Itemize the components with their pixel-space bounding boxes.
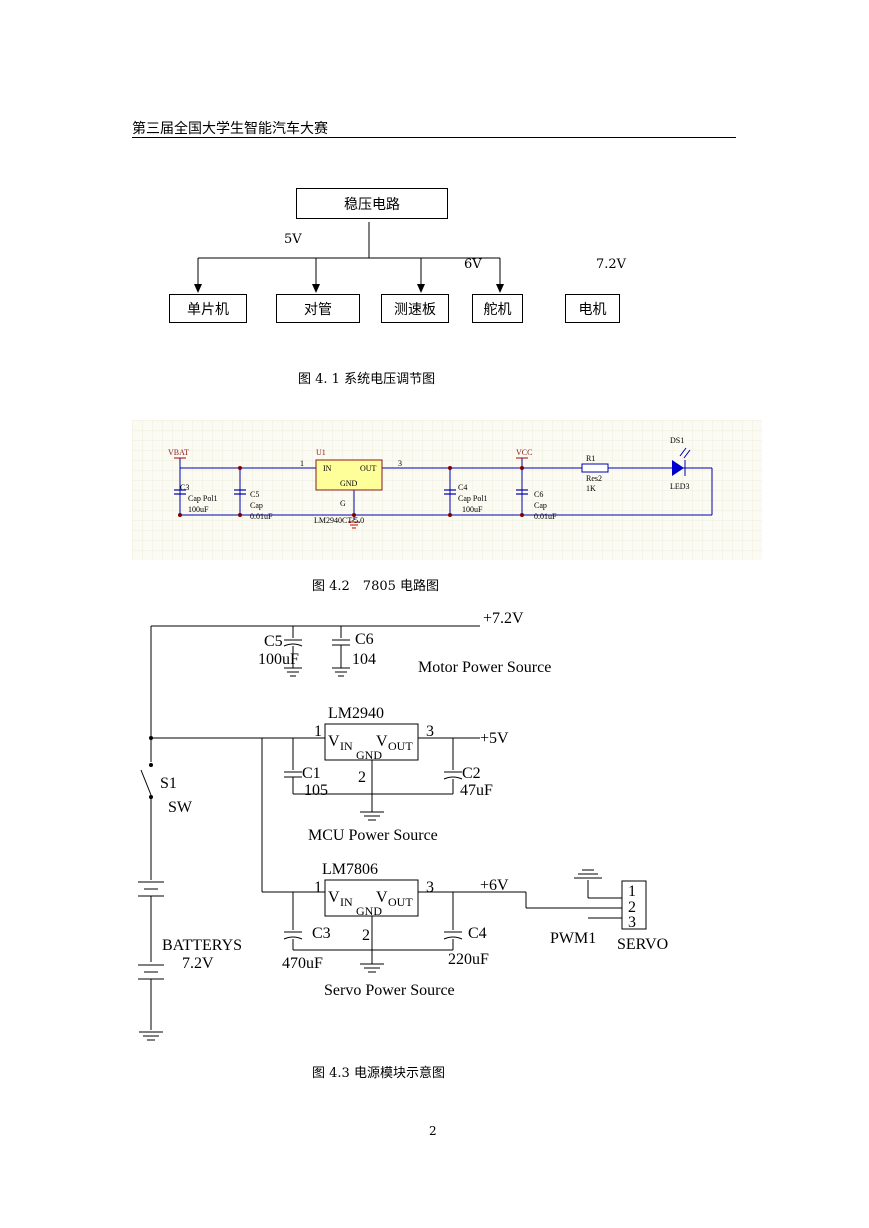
lm2940-pin3: 3 <box>426 723 434 740</box>
c3-label: C3 <box>180 483 189 492</box>
lm2940-schematic: VBAT U1 1 3 IN OUT GND G LM2940CT-5.0 C3… <box>132 420 762 560</box>
label-5v: 5V <box>284 232 302 247</box>
c3-val-3: 470uF <box>282 955 323 972</box>
lm7806-vin-sub: IN <box>340 895 353 909</box>
lm2940-vout-sub: OUT <box>388 739 413 753</box>
c6-val-3: 104 <box>352 651 376 668</box>
lm2940-gnd: GND <box>356 748 382 762</box>
g-pin: G <box>340 499 346 508</box>
page-number: 2 <box>429 1124 437 1138</box>
c3-label-3: C3 <box>312 925 331 942</box>
led-label: LED3 <box>670 482 690 491</box>
r1-label: R1 <box>586 454 595 463</box>
rail-6v: +6V <box>480 877 509 894</box>
vcc-label: VCC <box>516 448 532 457</box>
s1-label: S1 <box>160 775 177 792</box>
power-module-schematic: +7.2V C5 100uF C6 104 Motor Power Source… <box>138 610 668 1041</box>
lm7806-pin1: 1 <box>314 879 322 896</box>
fig2-caption: 图 4.2 7805 电路图 <box>312 579 440 594</box>
lm2940-vout: V <box>376 733 388 750</box>
motor-source-label: Motor Power Source <box>418 659 551 676</box>
connector-pin1: 1 <box>628 883 636 900</box>
r1-type: Res2 <box>586 474 602 483</box>
vbat-label: VBAT <box>168 448 189 457</box>
c6-label-3: C6 <box>355 631 374 648</box>
gnd-pin: GND <box>340 479 358 488</box>
c5-val-3: 100uF <box>258 651 299 668</box>
r1-val: 1K <box>586 484 596 493</box>
label-6v: 6V <box>464 257 482 272</box>
lm2940-vin-sub: IN <box>340 739 353 753</box>
servo-source-label: Servo Power Source <box>324 982 455 999</box>
connector-pin2: 2 <box>628 899 636 916</box>
tube-box: 对管 <box>276 294 360 323</box>
mcu-box: 单片机 <box>169 294 247 323</box>
pin3-label: 3 <box>398 459 402 468</box>
in-pin: IN <box>323 464 332 473</box>
pin1-label: 1 <box>300 459 304 468</box>
c4-label-3: C4 <box>468 925 487 942</box>
c2-label: C2 <box>462 765 481 782</box>
c3-val: 100uF <box>188 505 209 514</box>
c4-val: 100uF <box>462 505 483 514</box>
u1-label: U1 <box>316 448 326 457</box>
lm7806-gnd: GND <box>356 904 382 918</box>
c1-label: C1 <box>302 765 321 782</box>
c3-type: Cap Pol1 <box>188 494 218 503</box>
label-7v2: 7.2V <box>596 257 627 272</box>
lm7806-vout: V <box>376 889 388 906</box>
rail-5v: +5V <box>480 730 509 747</box>
lm2940-vin: V <box>328 733 340 750</box>
fig1-caption: 图 4. 1 系统电压调节图 <box>298 372 436 387</box>
c5-label-3: C5 <box>264 633 283 650</box>
lm2940-pin1: 1 <box>314 723 322 740</box>
lm7806-label: LM7806 <box>322 861 378 878</box>
c2-val: 47uF <box>460 782 493 799</box>
c4-type: Cap Pol1 <box>458 494 488 503</box>
ds1-label: DS1 <box>670 436 684 445</box>
battery-voltage: 7.2V <box>182 955 214 972</box>
rail-7v2: +7.2V <box>483 610 524 627</box>
servo-box: 舵机 <box>472 294 523 323</box>
lm2940-pin2: 2 <box>358 769 366 786</box>
fig3-caption: 图 4.3 电源模块示意图 <box>312 1066 445 1081</box>
c6-val: 0.01uF <box>534 512 557 521</box>
c4-label: C4 <box>458 483 467 492</box>
regulator-box: 稳压电路 <box>296 188 448 219</box>
c6-label: C6 <box>534 490 543 499</box>
lm7806-pin2: 2 <box>362 927 370 944</box>
c1-val: 105 <box>304 782 328 799</box>
sw-label: SW <box>168 799 193 816</box>
c5-type: Cap <box>250 501 263 510</box>
out-pin: OUT <box>360 464 377 473</box>
speed-board-box: 测速板 <box>381 294 449 323</box>
battery-label: BATTERYS <box>162 937 242 954</box>
lm7806-pin3: 3 <box>426 879 434 896</box>
lm2940-label: LM2940 <box>328 705 384 722</box>
header-rule <box>132 137 736 138</box>
mcu-source-label: MCU Power Source <box>308 827 438 844</box>
c5-label: C5 <box>250 490 259 499</box>
page-header-title: 第三届全国大学生智能汽车大赛 <box>132 121 328 137</box>
motor-box: 电机 <box>565 294 620 323</box>
lm7806-vin: V <box>328 889 340 906</box>
connector-pin3: 3 <box>628 914 636 931</box>
pwm-label: PWM1 <box>550 930 596 947</box>
c6-type: Cap <box>534 501 547 510</box>
c5-val: 0.01uF <box>250 512 273 521</box>
voltage-regulation-diagram <box>194 222 504 293</box>
lm7806-vout-sub: OUT <box>388 895 413 909</box>
servo-label: SERVO <box>617 936 668 953</box>
part-label: LM2940CT-5.0 <box>314 516 364 525</box>
c4-val-3: 220uF <box>448 951 489 968</box>
